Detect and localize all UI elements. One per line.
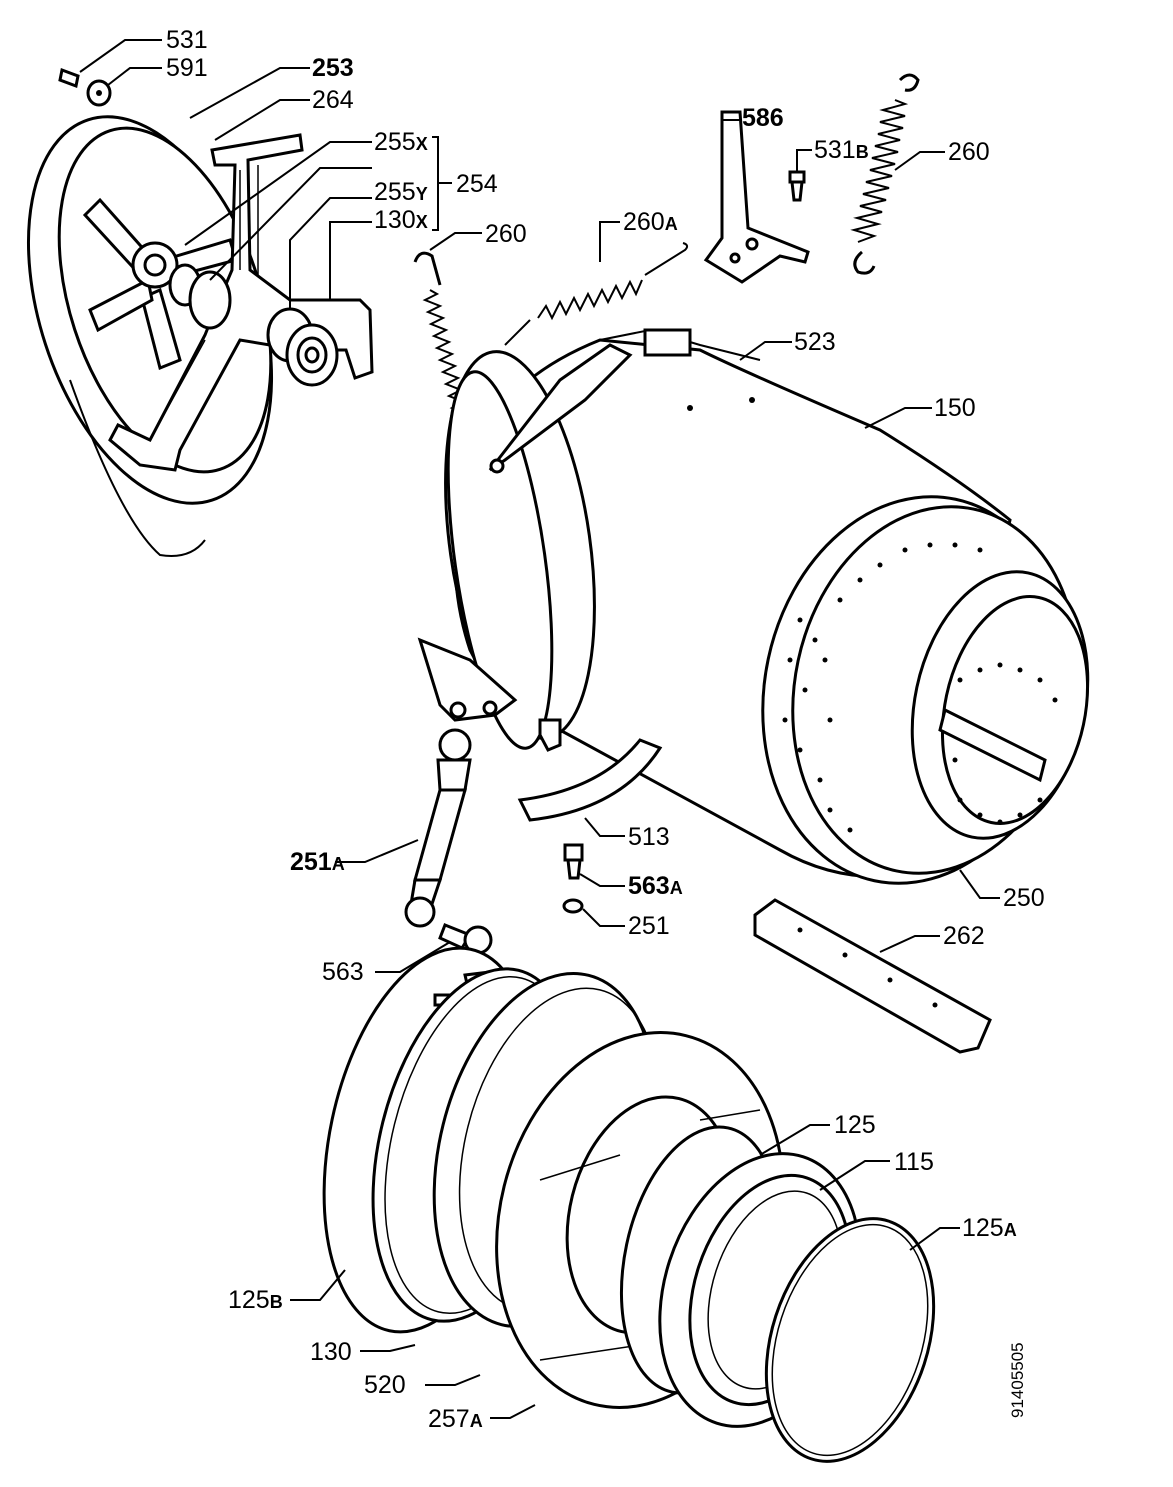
callout-115: 115: [894, 1148, 934, 1176]
bracket-523: [488, 343, 633, 474]
callout-125a: 125A: [962, 1214, 1017, 1242]
callout-563: 563: [322, 958, 364, 986]
callout-255y: 255Y: [374, 178, 428, 206]
callout-253: 253: [312, 54, 354, 82]
spring-260a: [504, 242, 689, 346]
callout-531b: 531B: [814, 136, 869, 164]
callout-125b: 125B: [228, 1286, 283, 1314]
bolt-563a: [563, 843, 584, 880]
callout-260a: 260A: [623, 208, 678, 236]
callout-586: 586: [742, 104, 784, 132]
callout-255x: 255X: [374, 128, 428, 156]
strap-513: [517, 738, 663, 822]
callout-531: 531: [166, 26, 208, 54]
callout-labels: 531 591 253 264 255X 254 255Y 130X 586 5…: [166, 26, 1045, 1433]
drum-perforations: [782, 542, 1058, 833]
callout-523: 523: [794, 328, 836, 356]
screw-531b: [788, 170, 806, 202]
callout-260-left: 260: [485, 220, 527, 248]
bracket-586: [703, 110, 810, 284]
drum-250: [761, 495, 1090, 885]
callout-257a: 257A: [428, 1405, 483, 1433]
washer-251: [562, 898, 584, 914]
pulley-253: [26, 115, 274, 557]
lower-bracket: [417, 637, 562, 752]
callout-150: 150: [934, 394, 976, 422]
clamp-ring-125a: [764, 1217, 936, 1463]
callout-513: 513: [628, 823, 670, 851]
document-number: 91405505: [1008, 1342, 1027, 1418]
callout-264: 264: [312, 86, 354, 114]
leader-lines: [79, 39, 1000, 1419]
callout-251: 251: [628, 912, 670, 940]
spring-260-right: [850, 73, 920, 275]
callout-130: 130: [310, 1338, 352, 1366]
callout-251a: 251A: [290, 848, 345, 876]
callout-260-right: 260: [948, 138, 990, 166]
callout-254: 254: [456, 170, 498, 198]
shock-absorber-251a: [404, 728, 472, 928]
callout-125: 125: [834, 1111, 876, 1139]
callout-262: 262: [943, 922, 985, 950]
screw-531: [58, 67, 112, 107]
callout-130x: 130X: [374, 206, 428, 234]
shaft-bearings-254: [168, 263, 339, 387]
weight-262: [753, 898, 992, 1054]
callout-520: 520: [364, 1371, 406, 1399]
callout-591: 591: [166, 54, 208, 82]
callout-563a: 563A: [628, 872, 683, 900]
callout-250: 250: [1003, 884, 1045, 912]
